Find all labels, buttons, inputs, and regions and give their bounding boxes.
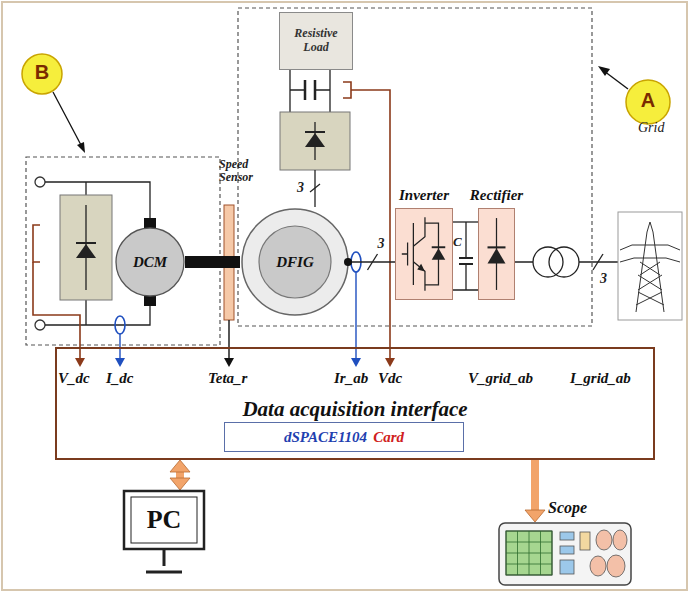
wire-connector xyxy=(350,254,395,270)
part-label: Speed Sensor xyxy=(219,158,265,184)
block-box: dSPACE1104 Card xyxy=(224,422,464,452)
node-shape xyxy=(396,209,452,299)
part-label: Grid xyxy=(638,120,664,136)
data-arrow xyxy=(525,460,545,522)
part-label: C xyxy=(453,234,462,250)
edge-label: 3 xyxy=(378,236,385,252)
node-text: dSPACE1104 xyxy=(284,429,367,446)
node-text: Inverter xyxy=(399,187,449,204)
node-text: DFIG xyxy=(276,254,314,271)
wire-connector xyxy=(185,262,240,263)
block-box: Resistive Load xyxy=(279,12,353,70)
signal-name: Teta_r xyxy=(208,370,247,387)
node-shape xyxy=(498,522,632,586)
node-text: Rectifier xyxy=(470,187,523,204)
part-label: 3 xyxy=(600,271,607,287)
node-text: PC xyxy=(147,505,182,535)
signal-name: Ir_ab xyxy=(334,370,368,387)
part-label: 3 xyxy=(297,180,304,196)
node-text: Data acquisition interface xyxy=(57,397,653,422)
data-arrow xyxy=(170,460,190,490)
node-text: Resistive Load xyxy=(284,27,348,55)
signal-name: V_dc xyxy=(58,370,90,387)
wire-connector xyxy=(453,222,478,223)
signal-name: I_grid_ab xyxy=(570,370,631,387)
callout-letter: B xyxy=(20,61,64,84)
machine-circle: DCM xyxy=(115,227,185,297)
node-text: Card xyxy=(373,429,404,446)
signal-name: V_grid_ab xyxy=(468,370,533,387)
node-text: DCM xyxy=(133,254,167,271)
block-box: Data acquisition interface dSPACE1104 Card xyxy=(55,347,655,460)
callout-letter: A xyxy=(626,89,670,112)
signal-name: Vdc xyxy=(378,370,402,387)
machine-circle: DFIG xyxy=(240,207,350,317)
node-text: Scope xyxy=(548,499,587,517)
block-box: Inverter xyxy=(395,208,453,300)
block-box: Rectifier xyxy=(478,208,515,300)
pc-monitor: PC xyxy=(123,490,205,550)
node-shape xyxy=(479,209,514,299)
signal-name: I_dc xyxy=(106,370,134,387)
scope-device: Scope xyxy=(498,522,632,586)
